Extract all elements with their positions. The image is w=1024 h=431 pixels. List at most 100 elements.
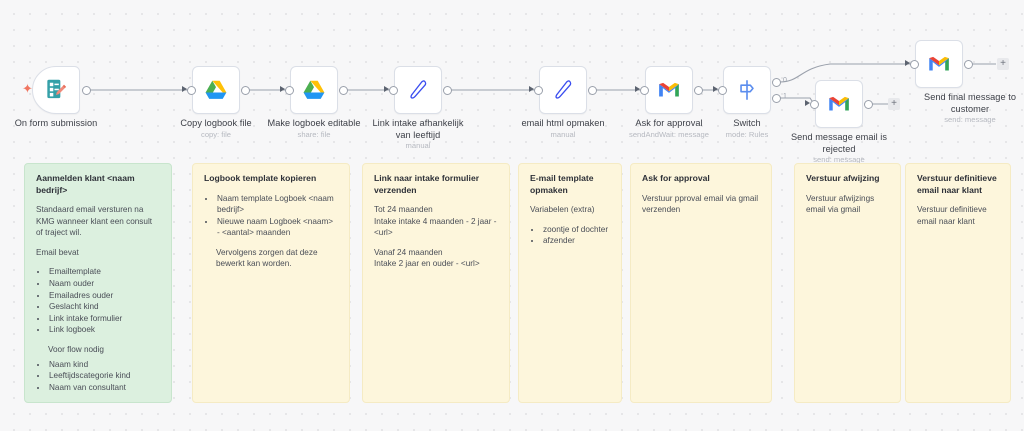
node-subtitle-copy-logbook-file: copy: file [201,130,231,139]
arrow-in-email-html-opmaken [529,86,534,93]
node-subtitle-send-message-email-is-rejected: send: message [813,155,865,164]
port-in-copy-logbook-file[interactable] [187,85,196,95]
port-out-make-logboek-editable[interactable] [339,85,348,95]
port-in-send-final-message[interactable] [910,59,919,69]
list-item: Naam ouder [48,278,160,290]
port-out-send-message-rejected[interactable] [864,99,873,109]
sticky-note-verstuur-definitieve-email[interactable]: Verstuur definitieve email naar klant Ve… [905,163,1011,403]
node-switch[interactable] [723,66,771,114]
list-item: Leeftijdscategorie kind [48,370,160,382]
sticky-paragraph: Vanaf 24 maanden Intake 2 jaar en ouder … [374,247,480,269]
arrow-in-switch [713,86,718,93]
list-item: Naam kind [48,359,160,371]
sticky-note-ask-for-approval[interactable]: Ask for approval Verstuur pproval email … [630,163,772,403]
form-trigger-icon [47,79,67,99]
add-node-button-after-rejected[interactable]: + [888,98,900,110]
sticky-note-logbook-template-kopieren[interactable]: Logbook template kopieren Naam template … [192,163,350,403]
list-item: Emailtemplate [48,266,160,278]
node-send-message-email-is-rejected[interactable] [815,80,863,128]
list-item: zoontje of dochter [542,224,610,236]
node-make-logboek-editable[interactable] [290,66,338,114]
node-subtitle-ask-for-approval: sendAndWait: message [629,130,709,139]
sticky-paragraph: Email bevat [36,247,79,257]
port-in-ask-for-approval[interactable] [640,85,649,95]
arrow-in-copy-logbook-file [182,86,187,93]
node-label-send-message-email-is-rejected: Send message email is rejected [790,132,888,154]
sticky-title: Link naar intake formulier verzenden [374,173,480,195]
switch-signpost-icon [740,80,754,100]
port-in-switch[interactable] [718,85,727,95]
port-out-copy-logbook-file[interactable] [241,85,250,95]
edit-fields-pencil-icon [555,80,572,99]
port-out-switch-0[interactable] [772,77,781,87]
sticky-list: Naam kind Leeftijdscategorie kind Naam v… [36,359,160,394]
arrow-in-send-message-rejected [805,100,810,107]
port-in-make-logboek-editable[interactable] [285,85,294,95]
node-label-email-html-opmaken: email html opmaken [521,118,605,128]
port-out-email-html-opmaken[interactable] [588,85,597,95]
sticky-paragraph: Tot 24 maanden Intake intake 4 maanden -… [374,205,497,238]
gmail-icon [929,56,949,71]
sticky-paragraph: Voor flow nodig [48,344,104,354]
sticky-note-email-template-opmaken[interactable]: E-mail template opmaken Variabelen (extr… [518,163,622,403]
sticky-list: Naam template Logboek <naam bedrijf> Nie… [204,193,338,239]
node-link-intake-afhankelijk-van-leeftijd[interactable] [394,66,442,114]
list-item: Link logboek [48,324,160,336]
node-label-send-final-message-to-customer: Send final message to customer [924,92,1016,114]
port-out-ask-for-approval[interactable] [694,85,703,95]
node-ask-for-approval[interactable] [645,66,693,114]
node-subtitle-send-final-message-to-customer: send: message [944,115,996,124]
sticky-note-aanmelden-klant[interactable]: Aanmelden klant <naam bedrijf> Standaard… [24,163,172,403]
list-item: Geslacht kind [48,301,160,313]
sticky-title: Aanmelden klant <naam bedrijf> [36,173,135,195]
list-item: Emailadres ouder [48,290,160,302]
edit-fields-pencil-icon [410,80,427,99]
arrow-in-make-logboek-editable [280,86,285,93]
sticky-paragraph: Verstuur definitieve email naar klant [917,205,987,226]
sticky-paragraph: Vervolgens zorgen dat deze bewerkt kan w… [216,247,318,269]
list-item: Link intake formulier [48,313,160,325]
sticky-title: Logbook template kopieren [204,173,317,183]
list-item: Naam template Logboek <naam bedrijf> [216,193,338,216]
list-item: Naam van consultant [48,382,160,394]
node-subtitle-switch: mode: Rules [725,130,769,139]
node-on-form-submission[interactable] [32,66,80,114]
node-subtitle-email-html-opmaken: manual [550,130,576,139]
port-out-send-final-message[interactable] [964,59,973,69]
sticky-note-link-naar-intake-formulier[interactable]: Link naar intake formulier verzenden Tot… [362,163,510,403]
node-label-copy-logbook-file: Copy logbook file [180,118,252,128]
port-out-link-intake[interactable] [443,85,452,95]
sticky-title: E-mail template opmaken [530,173,594,195]
sticky-paragraph: Variabelen (extra) [530,205,595,214]
gmail-icon [829,96,849,111]
google-drive-icon [303,80,325,99]
port-in-link-intake[interactable] [389,85,398,95]
node-label-make-logboek-editable: Make logboek editable [267,118,361,128]
sticky-paragraph: Verstuur pproval email via gmail verzend… [642,193,759,215]
sticky-list: zoontje of dochter afzender [530,224,610,247]
list-item: Nieuwe naam Logboek <naam> - <aantal> ma… [216,216,338,239]
arrow-in-send-final-message [905,60,910,67]
node-label-on-form-submission: On form submission [14,118,98,128]
port-out-on-form-submission[interactable] [82,85,91,95]
arrow-in-ask-for-approval [635,86,640,93]
add-node-button-after-final[interactable]: + [997,58,1009,70]
sticky-paragraph: Verstuur afwijzings email via gmail [806,193,875,215]
node-copy-logbook-file[interactable] [192,66,240,114]
sticky-title: Verstuur definitieve email naar klant [917,173,997,195]
port-in-send-message-rejected[interactable] [810,99,819,109]
node-label-ask-for-approval: Ask for approval [635,118,703,128]
node-email-html-opmaken[interactable] [539,66,587,114]
google-drive-icon [205,80,227,99]
trigger-bolt-icon: ✦ [22,81,33,96]
node-subtitle-link-intake-afhankelijk-van-leeftijd: manual [405,141,431,150]
sticky-note-verstuur-afwijzing[interactable]: Verstuur afwijzing Verstuur afwijzings e… [794,163,901,403]
port-in-email-html-opmaken[interactable] [534,85,543,95]
port-out-switch-1[interactable] [772,93,781,103]
arrow-in-link-intake [384,86,389,93]
port-label-switch-1: 1 [783,93,787,100]
sticky-title: Verstuur afwijzing [806,173,880,183]
node-send-final-message-to-customer[interactable] [915,40,963,88]
sticky-list: Emailtemplate Naam ouder Emailadres oude… [36,266,160,336]
